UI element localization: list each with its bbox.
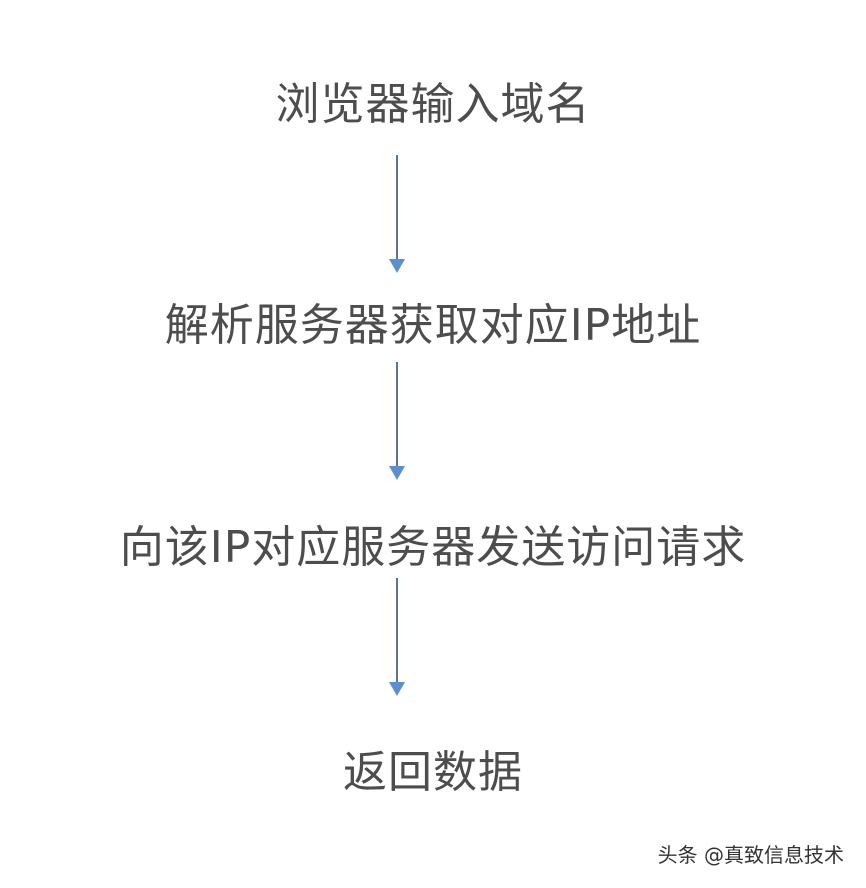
arrow-down-icon	[389, 362, 405, 482]
arrow-down-icon	[389, 155, 405, 273]
step-send-request: 向该IP对应服务器发送访问请求	[119, 522, 747, 573]
step-browser-input-domain: 浏览器输入域名	[275, 79, 591, 130]
step-return-data: 返回数据	[343, 747, 523, 798]
watermark: 头条 @真致信息技术	[657, 843, 844, 867]
arrow-down-icon	[389, 578, 405, 698]
step-resolve-ip: 解析服务器获取对应IP地址	[164, 300, 702, 351]
